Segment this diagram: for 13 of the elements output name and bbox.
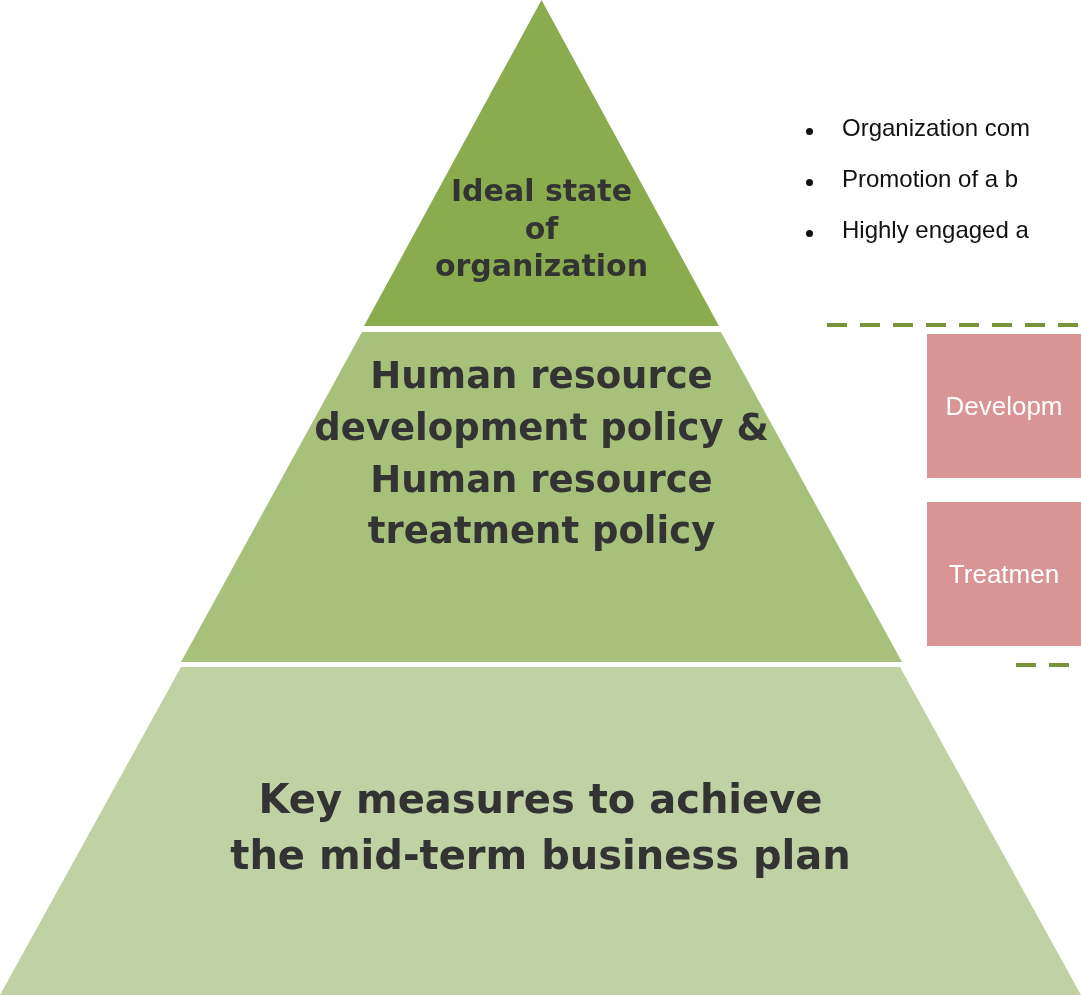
tier-label: Key measures to achieve the mid-term business plan <box>229 775 852 880</box>
bullet-text: Organization com <box>842 114 1031 142</box>
box-label: Treatmen <box>948 558 1060 590</box>
tier-label: Ideal state of organization <box>433 172 650 285</box>
policy-box <box>927 502 1081 646</box>
pyramid-tier <box>181 332 902 662</box>
pyramid-tier <box>0 667 1081 995</box>
bullet-text: Highly engaged a <box>842 216 1029 244</box>
policy-box <box>927 334 1081 478</box>
box-label: Developm <box>945 390 1063 422</box>
tier-label: Human resource development policy & Human resource treatment policy <box>314 353 769 555</box>
pyramid-tier <box>364 0 719 326</box>
bullet-text: Promotion of a b <box>842 165 1019 193</box>
